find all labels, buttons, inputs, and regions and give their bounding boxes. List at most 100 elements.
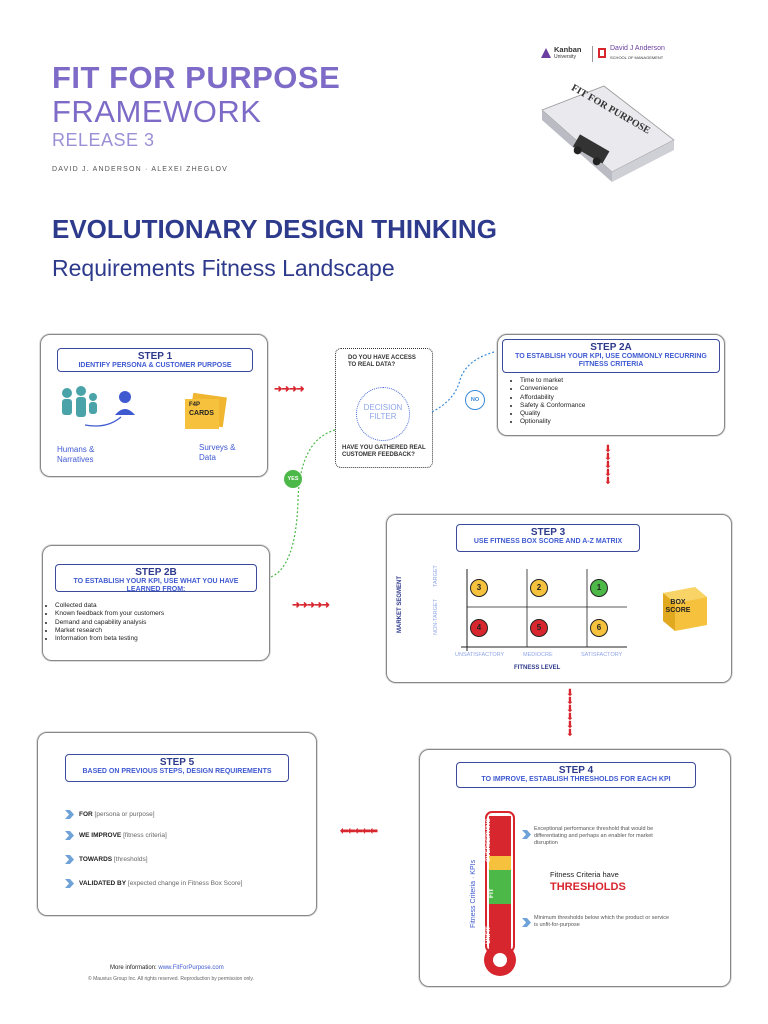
page-heading: EVOLUTIONARY DESIGN THINKING bbox=[52, 214, 497, 244]
step4-card: STEP 4 TO IMPROVE, ESTABLISH THRESHOLDS … bbox=[419, 749, 731, 987]
step5-chevron-icon bbox=[65, 855, 74, 864]
book-cover-image bbox=[541, 85, 675, 182]
step2b-item: Known feedback from your customers bbox=[55, 610, 164, 618]
chevron-top-icon bbox=[522, 830, 531, 839]
step2b-item: Market research bbox=[55, 627, 164, 635]
kpi-axis-label: Fitness Criteria · KPIs bbox=[470, 859, 477, 928]
matrix-cell-5: 5 bbox=[530, 619, 548, 637]
step2a-item: Convenience bbox=[520, 385, 585, 393]
zone-fit: FIT bbox=[488, 888, 495, 898]
x-tick-mediocre: MEDIOCRE bbox=[523, 652, 553, 658]
step5-item-validated-by: VALIDATED BY [expected change in Fitness… bbox=[79, 880, 243, 887]
x-tick-unsatisfactory: UNSATISFACTORY bbox=[455, 652, 505, 658]
zone-unfit: UNFIT bbox=[486, 926, 492, 944]
step2a-list: Time to marketConvenienceAffordabilitySa… bbox=[510, 377, 585, 427]
step5-item-towards: TOWARDS [thresholds] bbox=[79, 856, 148, 863]
az-matrix-grid bbox=[461, 569, 627, 651]
logo-university: University bbox=[554, 54, 576, 60]
step5-item-for: FOR [persona or purpose] bbox=[79, 811, 155, 818]
step3-subtitle: USE FITNESS BOX SCORE AND A-Z MATRIX bbox=[473, 538, 623, 545]
arrows-step4-to-step5: ⬅⬅⬅⬅⬅ bbox=[340, 826, 378, 837]
box-score-label: BOX SCORE bbox=[665, 599, 691, 614]
matrix-cell-3: 3 bbox=[470, 579, 488, 597]
step3-title: STEP 3 bbox=[530, 527, 566, 538]
people-icon bbox=[62, 386, 135, 427]
zone-overserving: OVERSERVING bbox=[486, 818, 492, 862]
footer-url[interactable]: www.FitForPurpose.com bbox=[158, 965, 224, 971]
cards-prefix: F4P bbox=[189, 402, 201, 408]
step2b-item: Demand and capability analysis bbox=[55, 619, 164, 627]
dja-logo-icon bbox=[598, 48, 606, 58]
y-tick-nontarget: NON-TARGET bbox=[433, 599, 439, 635]
thermometer-icon bbox=[484, 811, 516, 976]
step2b-list: Collected dataKnown feedback from your c… bbox=[45, 602, 164, 643]
step2a-item: Affordability bbox=[520, 394, 585, 402]
step1-card: STEP 1 IDENTIFY PERSONA & CUSTOMER PURPO… bbox=[40, 334, 268, 477]
step2a-item: Quality bbox=[520, 410, 585, 418]
step2b-card: STEP 2B TO ESTABLISH YOUR KPI, USE WHAT … bbox=[42, 545, 270, 661]
authors: DAVID J. ANDERSON · ALEXEI ZHEGLOV bbox=[52, 166, 229, 173]
step2a-title: STEP 2A bbox=[590, 342, 632, 353]
title-fit-for-purpose: FIT FOR PURPOSE bbox=[52, 60, 341, 95]
step2b-item: Information from beta testing bbox=[55, 635, 164, 643]
box-score-cube-icon bbox=[663, 587, 707, 631]
decision-filter-label: DECISION FILTER bbox=[363, 403, 403, 421]
matrix-cell-2: 2 bbox=[530, 579, 548, 597]
step3-card: STEP 3 USE FITNESS BOX SCORE AND A-Z MAT… bbox=[386, 514, 732, 683]
step2a-header: STEP 2A TO ESTABLISH YOUR KPI, USE COMMO… bbox=[502, 339, 720, 373]
x-axis-label: FITNESS LEVEL bbox=[514, 665, 561, 671]
decision-question-2: HAVE YOU GATHERED REAL CUSTOMER FEEDBACK… bbox=[342, 445, 426, 458]
page-subheading: Requirements Fitness Landscape bbox=[52, 255, 395, 281]
step4-header: STEP 4 TO IMPROVE, ESTABLISH THRESHOLDS … bbox=[456, 762, 696, 788]
thresholds-title: THRESHOLDS bbox=[550, 881, 626, 893]
step5-card: STEP 5 BASED ON PREVIOUS STEPS, DESIGN R… bbox=[37, 732, 317, 916]
badge-no: NO bbox=[465, 390, 485, 410]
label-humans: Humans & Narratives bbox=[57, 445, 95, 464]
decision-filter-circle: DECISION FILTER bbox=[356, 387, 410, 441]
threshold-note-top: Exceptional performance threshold that w… bbox=[534, 826, 654, 846]
kanban-university-logo: Kanban University David J Anderson SCHOO… bbox=[536, 44, 686, 64]
step2b-item: Collected data bbox=[55, 602, 164, 610]
step4-title: STEP 4 bbox=[558, 765, 594, 776]
step5-chevron-icon bbox=[65, 810, 74, 819]
step5-header: STEP 5 BASED ON PREVIOUS STEPS, DESIGN R… bbox=[65, 754, 289, 782]
step2b-title: STEP 2B bbox=[135, 567, 177, 578]
cards-label: CARDS bbox=[189, 410, 214, 417]
step5-subtitle: BASED ON PREVIOUS STEPS, DESIGN REQUIREM… bbox=[82, 768, 272, 775]
release-label: RELEASE 3 bbox=[52, 130, 155, 150]
step2a-item: Safety & Conformance bbox=[520, 402, 585, 410]
y-axis-label: MARKET SEGMENT bbox=[397, 576, 403, 633]
arrows-step3-to-step4: ⬇⬇⬇⬇⬇⬇ bbox=[565, 688, 575, 739]
f4p-cards-icon bbox=[185, 393, 227, 429]
arrows-step1-to-decision: ➜➜➜➜ bbox=[274, 384, 304, 395]
x-tick-satisfactory: SATISFACTORY bbox=[581, 652, 623, 658]
kanban-logo-icon bbox=[541, 48, 551, 58]
thresholds-caption: Fitness Criteria have bbox=[550, 870, 619, 879]
step2a-item: Optionality bbox=[520, 418, 585, 426]
decision-filter-box: DO YOU HAVE ACCESS TO REAL DATA? DECISIO… bbox=[335, 348, 433, 468]
threshold-note-bottom: Minimum thresholds below which the produ… bbox=[534, 915, 670, 928]
step5-item-we-improve: WE IMPROVE [fitness criteria] bbox=[79, 832, 167, 839]
badge-yes: YES bbox=[284, 470, 302, 488]
step1-header: STEP 1 IDENTIFY PERSONA & CUSTOMER PURPO… bbox=[57, 348, 253, 372]
matrix-cell-4: 4 bbox=[470, 619, 488, 637]
step2b-subtitle: TO ESTABLISH YOUR KPI, USE WHAT YOU HAVE… bbox=[73, 578, 239, 593]
arrows-step2a-to-step3: ⬇⬇⬇⬇⬇ bbox=[603, 444, 613, 487]
label-surveys: Surveys & Data bbox=[199, 443, 236, 462]
step2a-subtitle: TO ESTABLISH YOUR KPI, USE COMMONLY RECU… bbox=[515, 353, 707, 368]
footer-more-info: More information: www.FitForPurpose.com bbox=[110, 965, 224, 971]
step4-subtitle: TO IMPROVE, ESTABLISH THRESHOLDS FOR EAC… bbox=[481, 776, 671, 783]
footer-copyright: © Mauvius Group Inc. All rights reserved… bbox=[88, 976, 254, 982]
step1-title: STEP 1 bbox=[137, 351, 173, 362]
matrix-cell-6: 6 bbox=[590, 619, 608, 637]
step2a-item: Time to market bbox=[520, 377, 585, 385]
step5-chevron-icon bbox=[65, 879, 74, 888]
decision-question-1: DO YOU HAVE ACCESS TO REAL DATA? bbox=[348, 355, 416, 368]
step5-chevron-icon bbox=[65, 831, 74, 840]
y-tick-target: TARGET bbox=[433, 565, 439, 587]
logo-school: SCHOOL OF MANAGEMENT bbox=[610, 55, 664, 60]
step2a-card: STEP 2A TO ESTABLISH YOUR KPI, USE COMMO… bbox=[497, 334, 725, 436]
arrows-step2b-to-step3: ➜➜➜➜➜ bbox=[292, 600, 330, 611]
step5-title: STEP 5 bbox=[159, 757, 195, 768]
